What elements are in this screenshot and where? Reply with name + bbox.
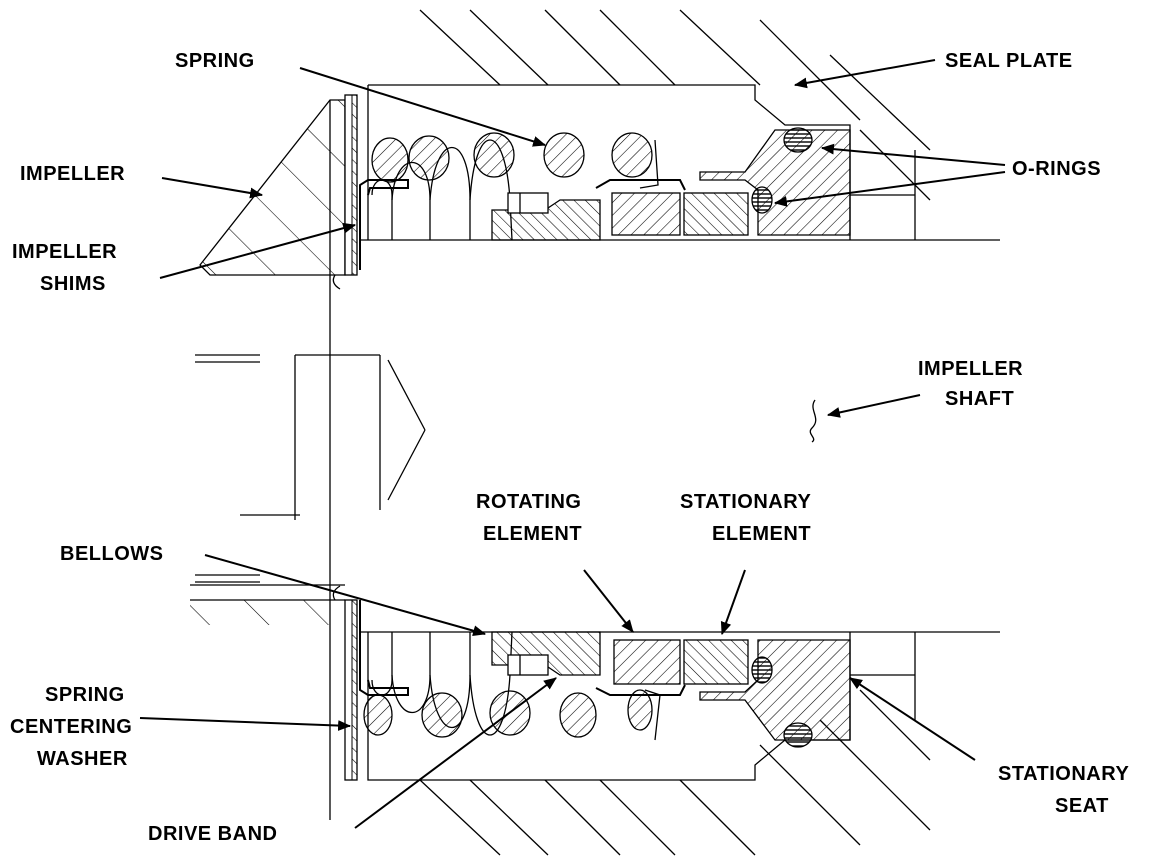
label-spring-centering-line1: SPRING	[45, 684, 125, 706]
label-spring-centering-line3: WASHER	[37, 748, 128, 770]
label-spring-centering-line2: CENTERING	[10, 716, 132, 738]
label-bellows: BELLOWS	[60, 543, 164, 565]
leader-lines	[139, 59, 1006, 829]
leader-impeller	[161, 177, 264, 199]
spring-top	[359, 132, 659, 270]
leader-rotating-element	[583, 569, 634, 633]
seal-stack-bottom	[491, 631, 851, 748]
seal-stack-top	[491, 127, 851, 241]
label-stationary-element-line2: ELEMENT	[712, 523, 811, 545]
label-o-rings: O-RINGS	[1012, 158, 1101, 180]
label-impeller-shaft-line1: IMPELLER	[918, 358, 1023, 380]
label-drive-band: DRIVE BAND	[148, 823, 277, 845]
label-stationary-seat-line2: SEAT	[1055, 795, 1109, 817]
leader-o-ring-2	[773, 171, 1006, 207]
label-stationary-seat-line1: STATIONARY	[998, 763, 1129, 785]
seal-plate-housing	[360, 9, 1000, 856]
leader-spring-centering	[139, 717, 352, 731]
leader-seal-plate	[793, 59, 936, 89]
label-rotating-element-line2: ELEMENT	[483, 523, 582, 545]
label-seal-plate: SEAL PLATE	[945, 50, 1073, 72]
label-impeller-shims-line2: SHIMS	[40, 273, 106, 295]
labels: SPRING SEAL PLATE IMPELLER O-RINGS IMPEL…	[10, 50, 1129, 845]
label-impeller-shaft-line2: SHAFT	[945, 388, 1014, 410]
label-impeller-shims-line1: IMPELLER	[12, 241, 117, 263]
leader-drive-band	[354, 677, 557, 829]
leader-bellows	[204, 554, 487, 636]
leader-spring	[299, 67, 547, 147]
leader-impeller-shims	[159, 222, 357, 279]
label-spring: SPRING	[175, 50, 255, 72]
impeller-body	[190, 99, 817, 820]
leader-impeller-shaft	[826, 394, 921, 418]
label-stationary-element-line1: STATIONARY	[680, 491, 811, 513]
label-impeller: IMPELLER	[20, 163, 125, 185]
leader-o-ring-1	[820, 143, 1006, 166]
label-rotating-element-line1: ROTATING	[476, 491, 581, 513]
leader-stationary-element	[720, 569, 746, 636]
leader-stationary-seat	[849, 677, 976, 761]
